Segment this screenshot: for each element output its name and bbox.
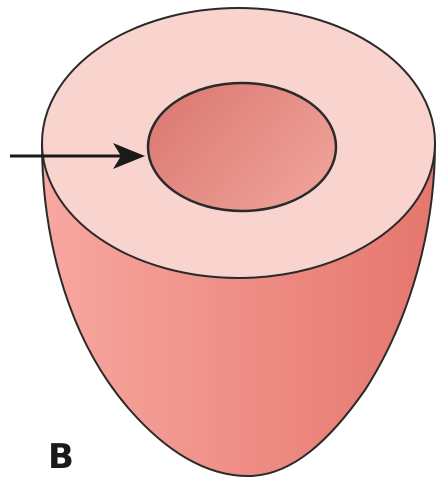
panel-label: B [48,440,74,474]
inner-cavity [148,83,336,211]
